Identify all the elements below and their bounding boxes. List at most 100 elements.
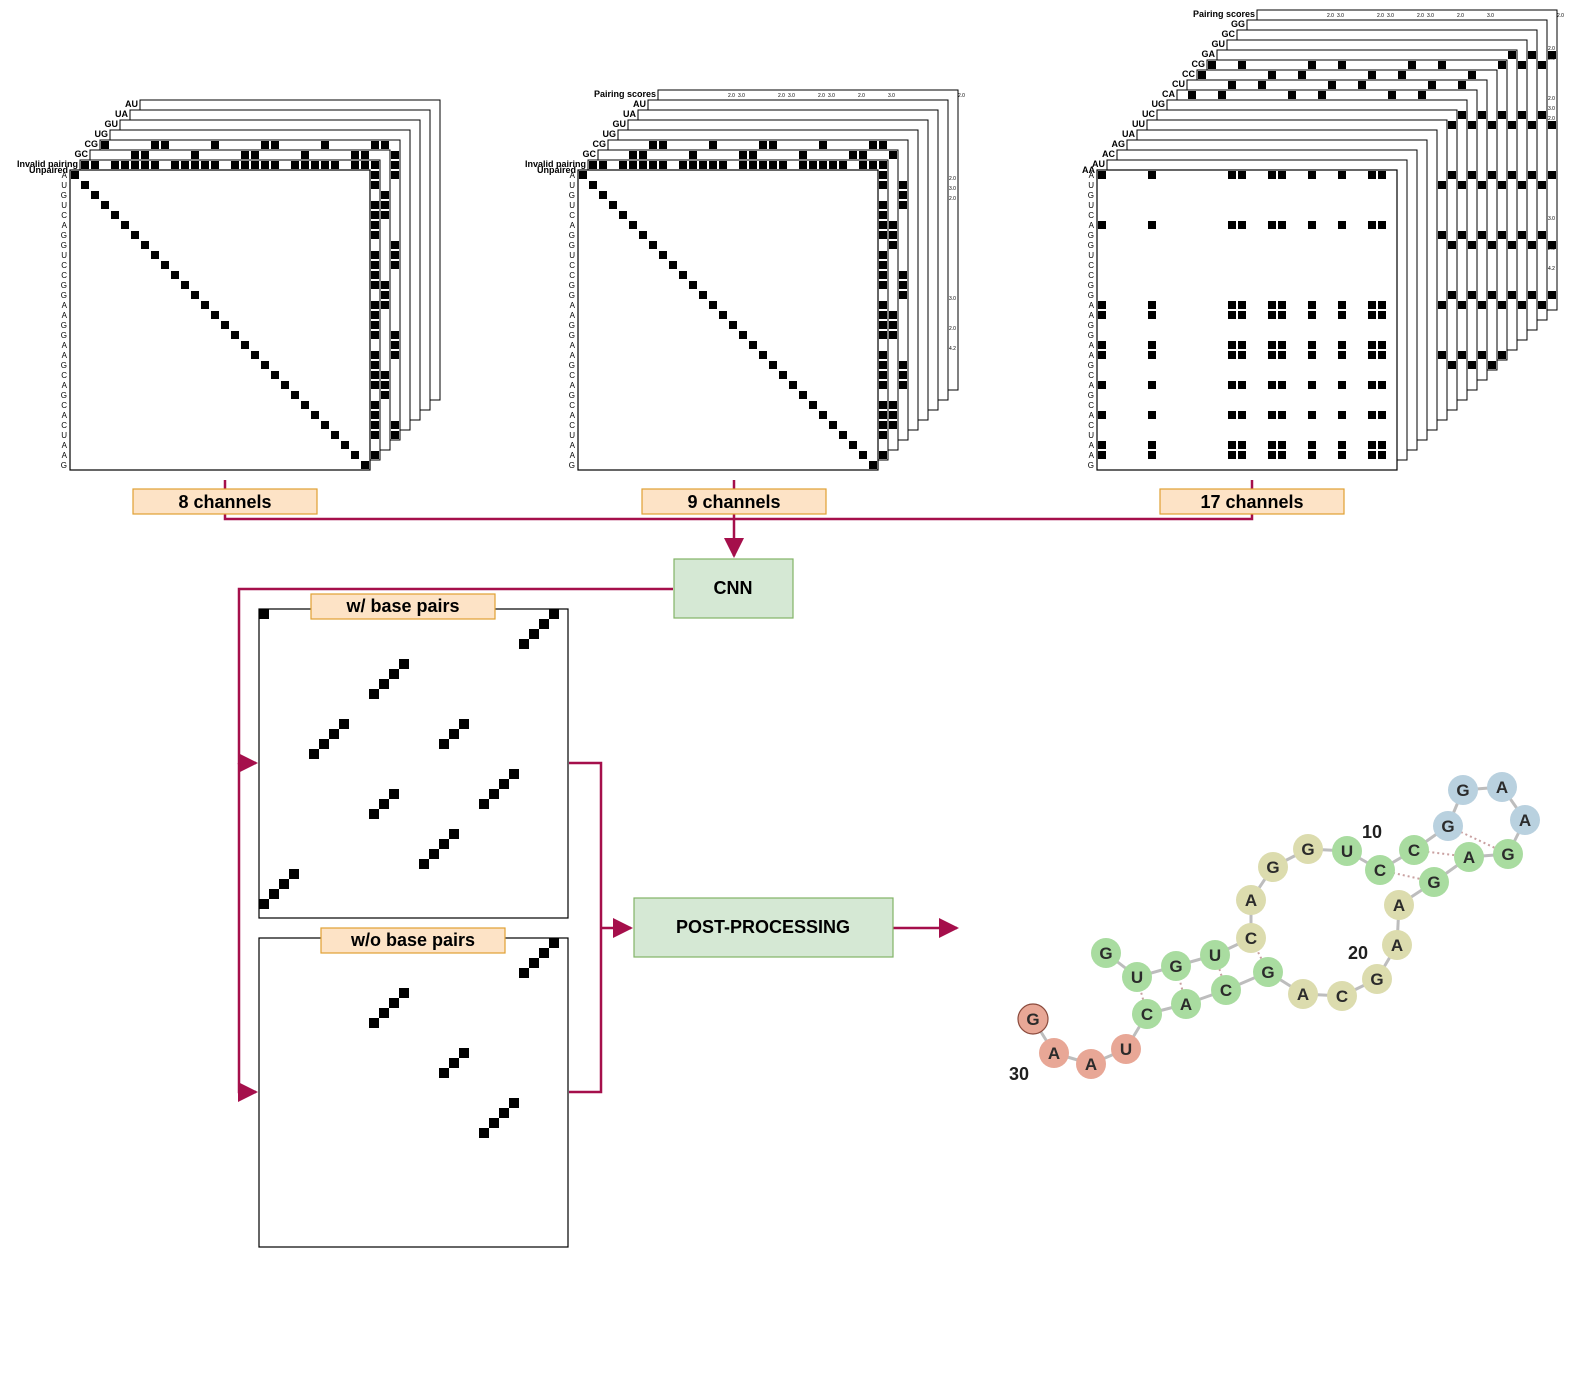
aa-cell: [1278, 451, 1286, 459]
layer-label: UG: [1152, 99, 1166, 109]
sequence-base: A: [62, 451, 68, 460]
score-value: 3.0: [949, 186, 956, 192]
pair-cell: [509, 1098, 519, 1108]
sequence-base: U: [1088, 181, 1094, 190]
score-value: 2.0: [949, 176, 956, 182]
pair-cell: [379, 799, 389, 809]
unpaired-cell: [669, 261, 677, 269]
sequence-base: C: [61, 261, 67, 270]
nucleotide-letter: A: [1048, 1044, 1060, 1063]
front-layer-label: Unpaired: [29, 165, 68, 175]
aa-cell: [1148, 341, 1156, 349]
pair-cell: [479, 799, 489, 809]
unpaired-cell: [201, 301, 209, 309]
nucleotide-letter: A: [1463, 848, 1475, 867]
aa-cell: [1228, 301, 1236, 309]
nucleotide-letter: G: [1266, 858, 1279, 877]
nucleotide-letter: U: [1120, 1040, 1132, 1059]
sequence-base: A: [1089, 171, 1095, 180]
aa-cell: [1228, 341, 1236, 349]
unpaired-cell: [729, 321, 737, 329]
score-value: 2.0: [818, 93, 825, 99]
pair-cell: [369, 689, 379, 699]
nucleotide-letter: A: [1519, 811, 1531, 830]
unpaired-cell: [789, 381, 797, 389]
aa-cell: [1098, 441, 1106, 449]
sequence-base: A: [570, 451, 576, 460]
aa-cell: [1378, 221, 1386, 229]
sequence-base: C: [61, 271, 67, 280]
nucleotide-letter: G: [1026, 1010, 1039, 1029]
nucleotide: C: [1211, 975, 1241, 1005]
score-value: 3.0: [1337, 13, 1344, 19]
nucleotide-letter: G: [1427, 873, 1440, 892]
aa-cell: [1148, 381, 1156, 389]
sequence-base: G: [61, 391, 67, 400]
aa-cell: [1098, 381, 1106, 389]
layer-label: GU: [105, 119, 119, 129]
pair-cell: [439, 739, 449, 749]
sequence-base: A: [570, 171, 576, 180]
position-number: 30: [1009, 1064, 1029, 1084]
layer-label: CC: [1182, 69, 1195, 79]
unpaired-cell: [151, 251, 159, 259]
pair-cell: [399, 988, 409, 998]
pair-cell: [309, 749, 319, 759]
aa-cell: [1148, 311, 1156, 319]
layer-label: GC: [1222, 29, 1236, 39]
sequence-base: G: [61, 231, 67, 240]
unpaired-cell: [749, 341, 757, 349]
aa-cell: [1308, 301, 1316, 309]
unpaired-cell: [341, 441, 349, 449]
aa-cell: [1148, 301, 1156, 309]
unpaired-cell: [231, 331, 239, 339]
unpaired-cell: [709, 301, 717, 309]
sequence-base: G: [61, 191, 67, 200]
aa-cell: [1148, 221, 1156, 229]
sequence-base: A: [570, 301, 576, 310]
aa-cell: [1148, 411, 1156, 419]
unpaired-cell: [759, 351, 767, 359]
pair-cell: [329, 729, 339, 739]
nucleotide: A: [1236, 885, 1266, 915]
aa-cell: [1098, 341, 1106, 349]
pair-cell: [439, 839, 449, 849]
aa-cell: [1268, 301, 1276, 309]
aa-cell: [1228, 451, 1236, 459]
matrix-without-base-pairs-cells: [369, 938, 559, 1138]
sequence-base: A: [62, 311, 68, 320]
nucleotide: C: [1327, 981, 1357, 1011]
sequence-base: C: [61, 401, 67, 410]
aa-cell: [1338, 451, 1346, 459]
aa-cell: [1098, 171, 1106, 179]
unpaired-cell: [829, 421, 837, 429]
aa-cell: [1148, 351, 1156, 359]
channels-label-17: 17 channels: [1159, 488, 1345, 515]
nucleotide-letter: A: [1245, 891, 1257, 910]
nucleotide: C: [1399, 835, 1429, 865]
nucleotide: A: [1382, 930, 1412, 960]
sequence-base: A: [570, 381, 576, 390]
unpaired-cell: [211, 311, 219, 319]
layer-label: UG: [95, 129, 109, 139]
pair-cell: [389, 789, 399, 799]
unpaired-cell: [689, 281, 697, 289]
unpaired-cell: [71, 171, 79, 179]
sequence-base: A: [570, 351, 576, 360]
sequence-base: G: [61, 331, 67, 340]
unpaired-cell: [111, 211, 119, 219]
sequence-base: A: [62, 351, 68, 360]
unpaired-cell: [131, 231, 139, 239]
sequence-base: U: [569, 251, 575, 260]
nucleotide-letter: U: [1209, 946, 1221, 965]
aa-cell: [1228, 381, 1236, 389]
unpaired-cell: [81, 181, 89, 189]
aa-cell: [1268, 411, 1276, 419]
unpaired-cell: [679, 271, 687, 279]
pair-cell: [419, 859, 429, 869]
nucleotide: G: [1362, 964, 1392, 994]
aa-cell: [1278, 351, 1286, 359]
sequence-base: C: [569, 271, 575, 280]
nucleotide-letter: G: [1099, 944, 1112, 963]
